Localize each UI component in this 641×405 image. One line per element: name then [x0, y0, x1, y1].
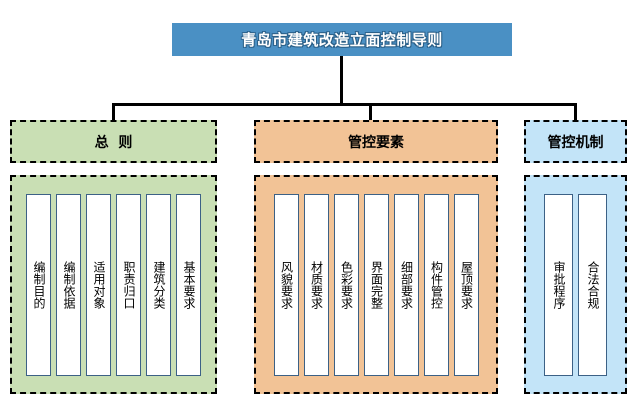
branch-body-control-elements: 风貌要求 材质要求 色彩要求 界面完整 细部要求 构件管控 屋顶要求 [254, 175, 498, 394]
leaf-node: 编制依据 [56, 193, 81, 376]
leaf-node: 色彩要求 [333, 193, 359, 376]
branch-body-control-mechanism: 审批程序 合法合规 [524, 175, 627, 394]
leaf-node: 基本要求 [176, 193, 201, 376]
leaf-node-label: 构件管控 [429, 260, 444, 309]
leaf-node: 界面完整 [363, 193, 389, 376]
leaf-node-label: 色彩要求 [339, 260, 354, 309]
leaf-node-label: 合法合规 [585, 260, 600, 309]
branch-header-label: 管控机制 [547, 134, 604, 151]
leaf-node-label: 基本要求 [181, 260, 196, 309]
leaf-node-label: 屋顶要求 [459, 260, 474, 309]
leaf-node-label: 编制目的 [31, 260, 46, 309]
leaf-node: 风貌要求 [273, 193, 299, 376]
leaf-node-label: 风貌要求 [279, 260, 294, 309]
connector-horizontal-bus [112, 103, 577, 106]
leaf-node: 细部要求 [393, 193, 419, 376]
leaf-node-label: 适用对象 [91, 260, 106, 309]
branch-header-control-elements: 管控要素 [254, 120, 498, 163]
branch-header-label: 总 则 [94, 134, 133, 151]
leaf-node: 审批程序 [544, 193, 573, 376]
leaf-node-label: 审批程序 [551, 260, 566, 309]
leaf-node: 适用对象 [86, 193, 111, 376]
leaf-node-label: 细部要求 [399, 260, 414, 309]
leaf-node: 职责归口 [116, 193, 141, 376]
branch-body-general-principles: 编制目的 编制依据 适用对象 职责归口 建筑分类 基本要求 [10, 175, 217, 394]
connector-drop-branch-2 [369, 103, 372, 121]
leaf-node: 编制目的 [26, 193, 51, 376]
leaf-node: 建筑分类 [146, 193, 171, 376]
leaf-node-label: 材质要求 [309, 260, 324, 309]
leaf-node: 屋顶要求 [453, 193, 479, 376]
branch-header-control-mechanism: 管控机制 [524, 120, 627, 163]
leaf-node-label: 界面完整 [369, 260, 384, 309]
root-node-label: 青岛市建筑改造立面控制导则 [241, 31, 443, 49]
leaf-node: 材质要求 [303, 193, 329, 376]
leaf-node: 构件管控 [423, 193, 449, 376]
branch-header-label: 管控要素 [348, 134, 404, 151]
leaf-node: 合法合规 [578, 193, 607, 376]
leaf-node-label: 职责归口 [121, 260, 136, 309]
connector-root-stem [340, 56, 343, 104]
connector-drop-branch-3 [574, 103, 577, 121]
connector-drop-branch-1 [112, 103, 115, 121]
leaf-node-label: 编制依据 [61, 260, 76, 309]
leaf-node-label: 建筑分类 [151, 260, 166, 309]
branch-header-general-principles: 总 则 [10, 120, 217, 163]
root-node-guideline-title: 青岛市建筑改造立面控制导则 [172, 23, 512, 56]
